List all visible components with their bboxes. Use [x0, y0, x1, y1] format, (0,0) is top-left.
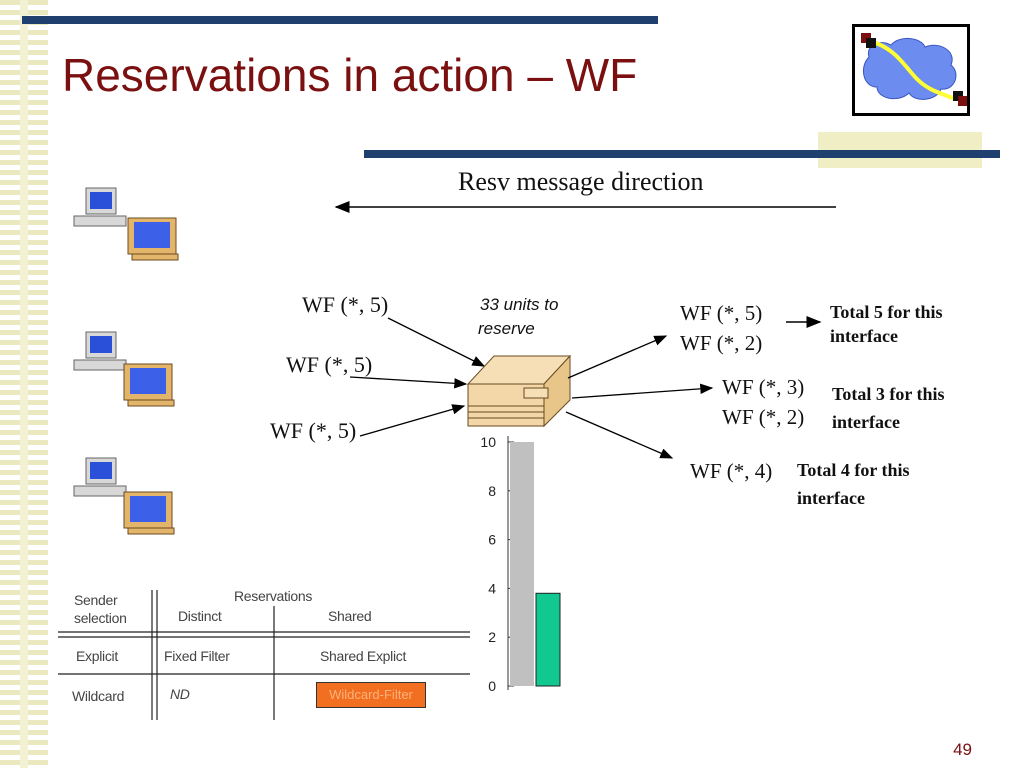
- total-3-line2: interface: [797, 488, 865, 508]
- table-row-2-selection: Wildcard: [72, 688, 125, 704]
- table-header-shared: Shared: [328, 608, 372, 624]
- total-3-line1: Total 4 for this: [797, 460, 910, 480]
- outgoing-arrow-3: [565, 411, 674, 459]
- left-stripe-decoration: [0, 0, 48, 768]
- outgoing-2-line2: WF (*, 2): [722, 405, 804, 429]
- chart-tick-label-4: 4: [488, 580, 496, 596]
- chart-bar-2: [535, 592, 561, 687]
- incoming-label-2: WF (*, 5): [286, 352, 372, 377]
- table-header-sender-line2: selection: [74, 610, 127, 626]
- units-note-line1: 33 units to: [480, 295, 558, 314]
- host-computers-2-icon: [73, 331, 175, 407]
- total-1-line1: Total 5 for this: [830, 302, 943, 322]
- chart-tick-label-6: 6: [488, 532, 496, 548]
- host-computers-3-icon: [73, 457, 175, 535]
- middle-accent-bar: [364, 150, 1000, 158]
- table-row-2-shared-highlight: Wildcard-Filter: [316, 682, 426, 708]
- chart-bar-1: [510, 442, 534, 686]
- reservation-bar-chart: 0 2 4 6 8 10: [480, 434, 561, 694]
- host-computers-1-icon: [73, 187, 179, 261]
- outgoing-2-line1: WF (*, 3): [722, 375, 804, 399]
- total-2-line2: interface: [832, 412, 900, 432]
- incoming-arrow-2: [349, 376, 468, 389]
- router-icon: [466, 354, 572, 428]
- chart-tick-label-0: 0: [488, 678, 496, 694]
- direction-label: Resv message direction: [458, 167, 704, 196]
- table-header-sender-line1: Sender: [74, 592, 118, 608]
- outgoing-arrow-1: [567, 335, 668, 379]
- incoming-arrow-1: [387, 317, 486, 367]
- incoming-label-3: WF (*, 5): [270, 418, 356, 443]
- table-row-1-selection: Explicit: [76, 648, 118, 664]
- total-1-line2: interface: [830, 326, 898, 346]
- incoming-label-1: WF (*, 5): [302, 292, 388, 317]
- chart-tick-label-8: 8: [488, 483, 496, 499]
- incoming-arrow-3: [359, 404, 466, 437]
- outgoing-3-line1: WF (*, 4): [690, 459, 772, 483]
- outgoing-1-line1: WF (*, 5): [680, 301, 762, 325]
- outgoing-1-line2: WF (*, 2): [680, 331, 762, 355]
- chart-tick-label-2: 2: [488, 629, 496, 645]
- table-row-1-distinct: Fixed Filter: [164, 648, 230, 664]
- page-number: 49: [953, 740, 972, 759]
- network-logo-icon: [852, 24, 970, 116]
- slide-title: Reservations in action – WF: [62, 49, 638, 101]
- table-row-2-distinct: ND: [170, 686, 190, 702]
- chart-tick-label-10: 10: [480, 434, 496, 450]
- top-accent-bar: [22, 16, 658, 24]
- total-2-line1: Total 3 for this: [832, 384, 945, 404]
- table-header-distinct: Distinct: [178, 608, 222, 624]
- units-note-line2: reserve: [478, 319, 535, 338]
- table-row-1-shared: Shared Explict: [320, 648, 407, 664]
- reservation-styles-table: Sender selection Reservations Distinct S…: [58, 584, 470, 720]
- outgoing-arrow-2: [571, 383, 714, 399]
- table-header-reservations: Reservations: [234, 588, 313, 604]
